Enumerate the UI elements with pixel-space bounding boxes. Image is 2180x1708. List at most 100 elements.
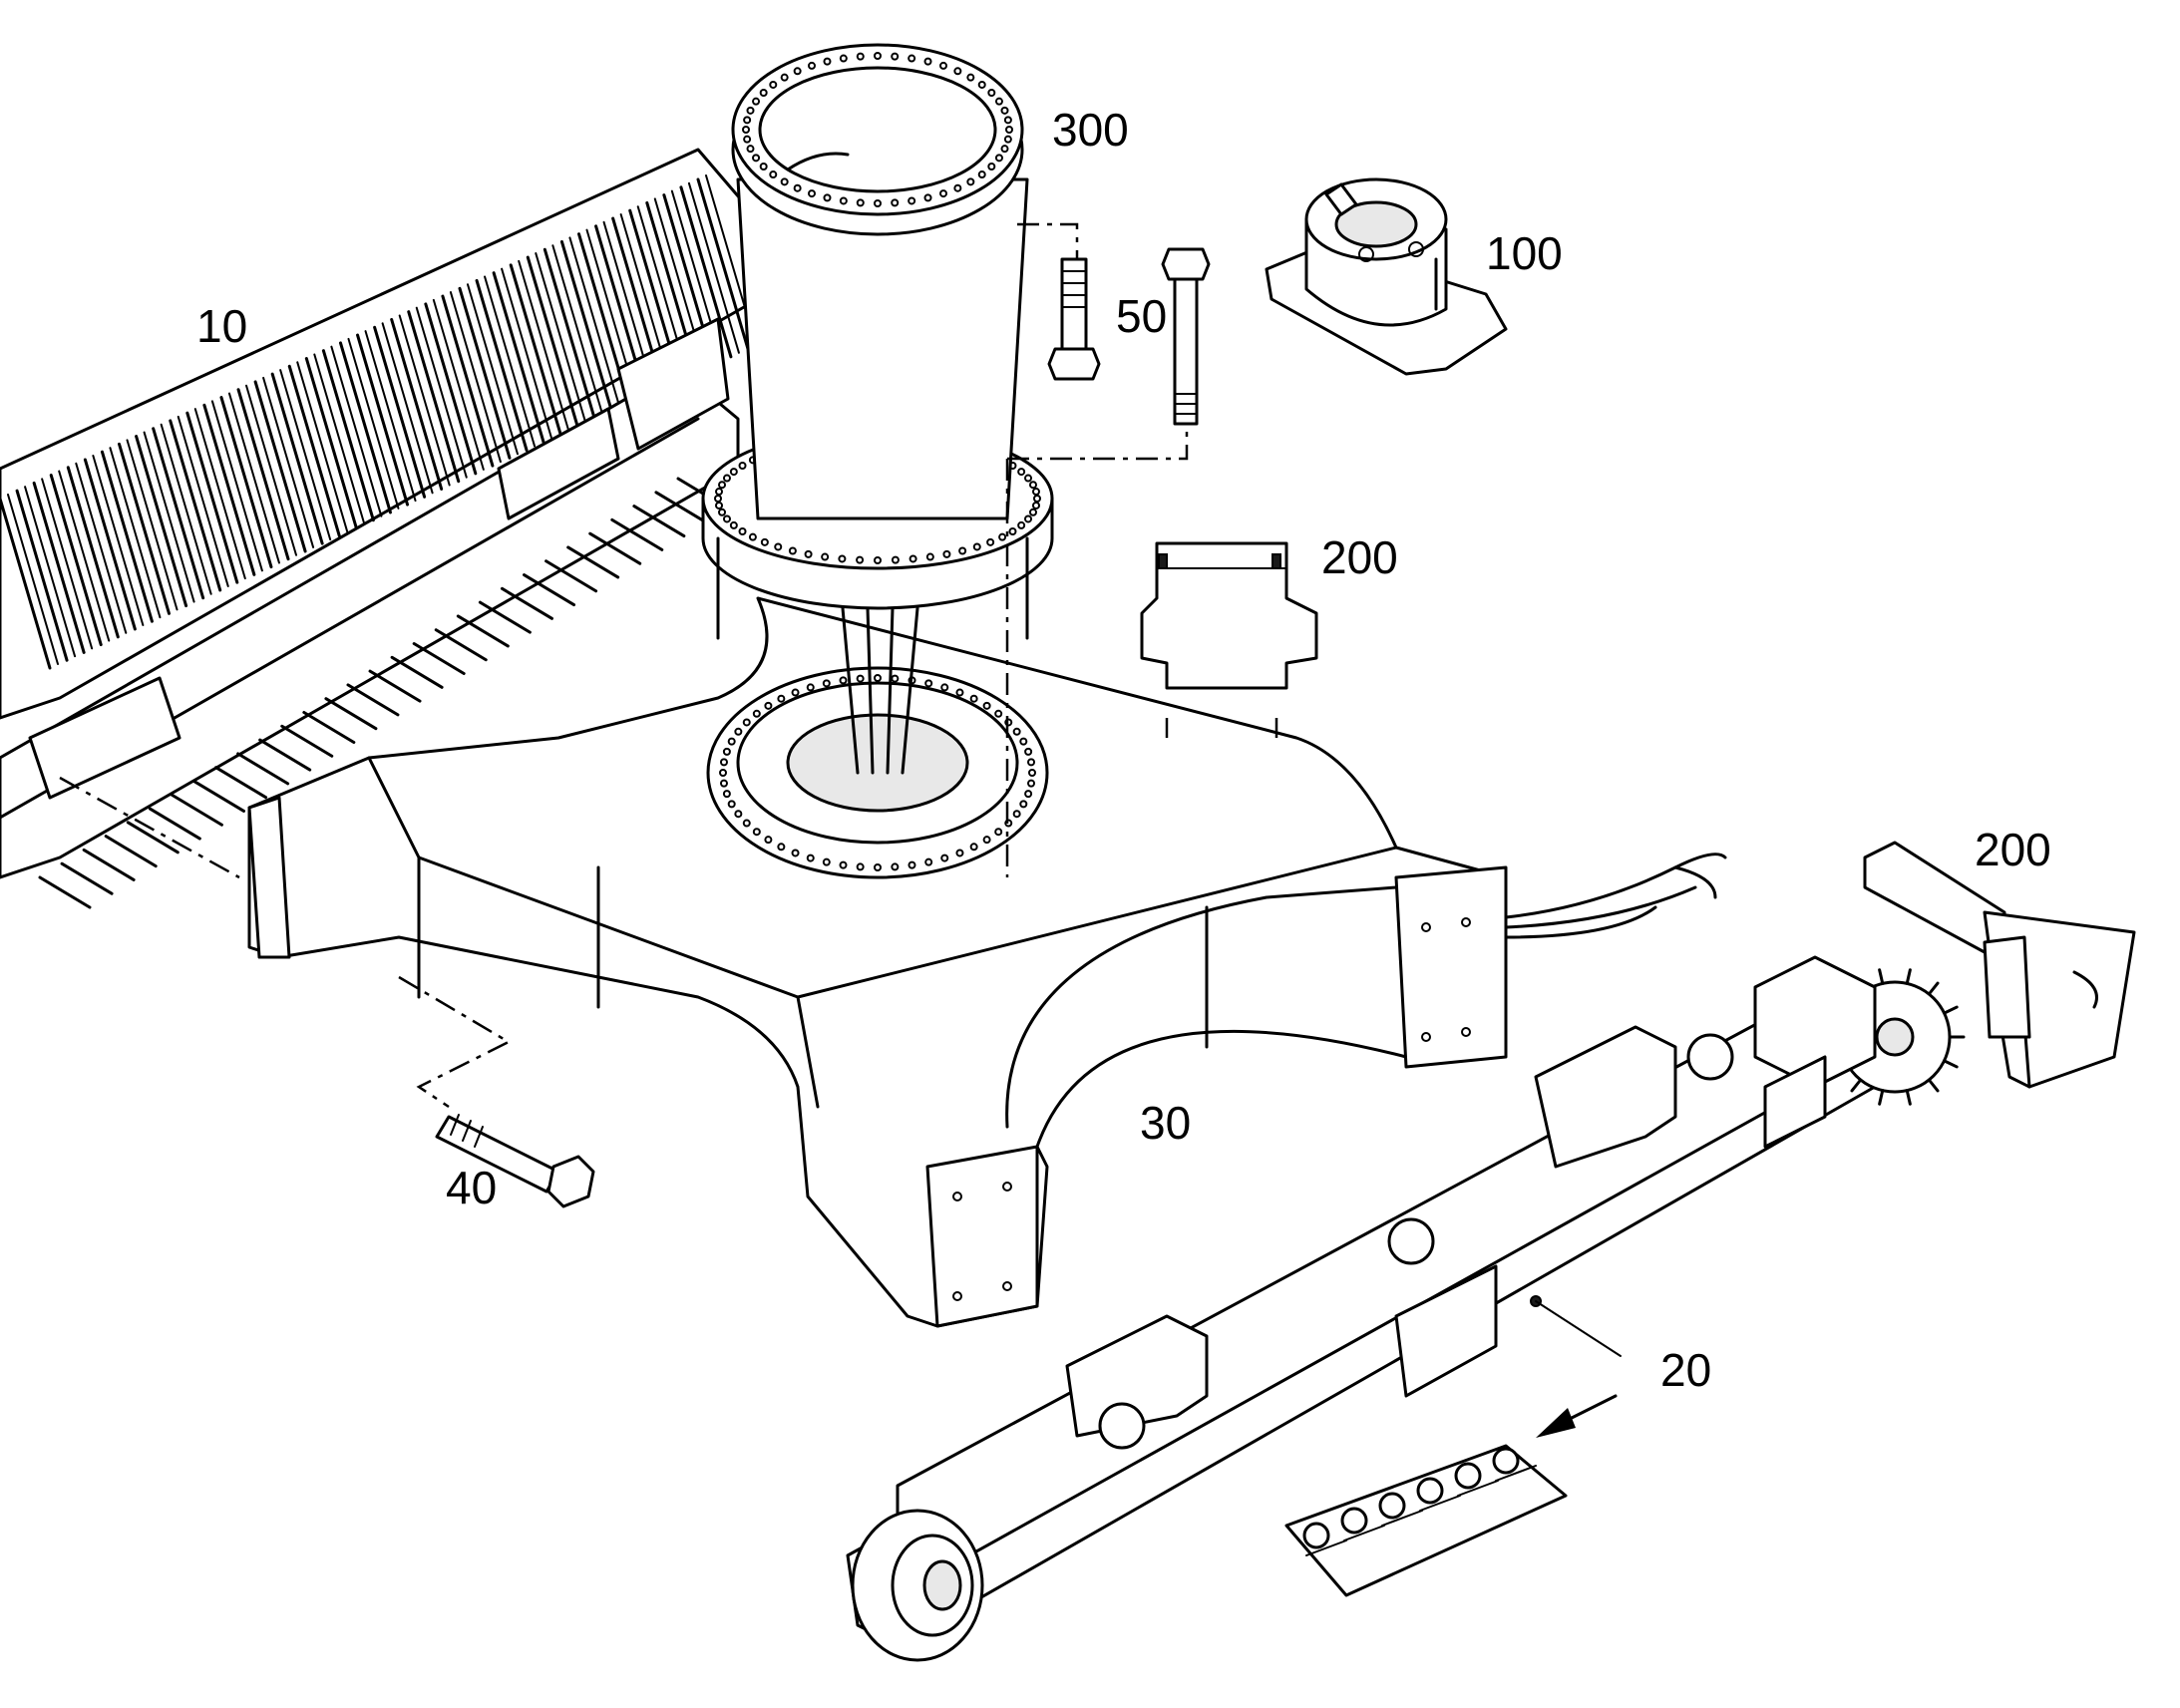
bolt-hole [742,819,751,828]
center-column [701,43,1054,640]
bolt-hole [777,843,786,852]
track-shoe-edge [41,478,94,650]
track-shoe-edge [687,181,740,354]
track-shoe-edge [7,494,59,665]
track-shoe-edge [330,345,383,517]
track-shoe-edge [262,376,315,548]
lower-slewing-ring [706,606,1049,879]
bolt-hole [1028,769,1036,777]
chain-rung [60,861,114,895]
bolt-hole [1031,501,1040,510]
track-shoe [100,450,154,623]
bolt-hole [823,57,832,66]
chain-rung [236,752,290,786]
callout-50: 50 [1116,290,1167,342]
track-shoe [373,325,427,499]
bolt-hole [1031,488,1040,497]
bolt-hole [874,863,882,871]
track-shoe [185,411,239,584]
link-roller [1454,1462,1482,1490]
track-shoe [304,357,358,530]
chain-rung [191,779,245,813]
bolt-hole [958,546,967,555]
track-shoe [321,349,375,522]
chain-rung [456,614,510,648]
bolt-hole [742,126,750,134]
bolt-hole [994,828,1003,837]
bolt-hole [715,501,724,510]
bolt-side [435,1114,595,1208]
chain-rung [104,835,158,868]
bolt-hole [1019,800,1028,809]
bolt-hole [760,537,769,546]
bolt-hole [969,843,978,852]
track-shoe-edge [210,400,263,572]
track-shoe-edge [75,462,128,634]
bolt-hole [891,862,900,871]
track-shoe [458,286,512,460]
bolt-hole [748,532,757,541]
track-shoe-edge [449,291,502,464]
track-shoe-edge [535,252,587,425]
bolt-hole [722,514,731,523]
bolt-short-top [1047,257,1101,381]
removal-arrow [1536,1394,1618,1438]
sprocket-tooth [1878,968,1885,985]
track-shoe [338,341,392,514]
bolt-hole [804,549,813,558]
track-shoe [270,372,324,545]
chain-rung [632,505,686,538]
bolt-hole [969,694,978,703]
chain-rung [38,875,92,909]
link-plate [1343,1525,1385,1541]
track-shoe-edge [177,415,229,587]
track-shoe [32,481,86,654]
track-shoe [390,317,444,491]
bolt-hole [891,555,900,564]
bolt-hole [759,163,768,171]
callout-300: 300 [1052,104,1129,156]
chain-rung [324,697,378,731]
link-plate [1419,1495,1461,1512]
bolt-hole [777,694,786,703]
bolt-hole [839,196,848,205]
sprocket-tooth [1927,981,1940,996]
track-shoe [679,185,733,359]
track-shoe [696,177,750,351]
bolt-long-top [1161,247,1211,426]
bolt-hole [1024,474,1033,483]
bolt-hole [1003,135,1012,144]
link-roller [1302,1522,1330,1549]
sprocket-hub [1875,1017,1915,1057]
track-shoe [253,380,307,553]
track-shoe-edge [466,283,519,456]
bolt-hole [987,163,996,171]
bolt-hole [821,552,830,561]
bolt-hole [966,73,975,82]
track-shoe-edge [398,314,451,487]
track-shoe [15,489,69,662]
sprocket-tooth [1878,1089,1885,1106]
bolt-hole [822,679,831,688]
bolt-hole [998,532,1007,541]
bolt-hole [769,80,778,89]
callout-200-right: 200 [1975,824,2051,875]
chain-rung [500,586,553,620]
bolt-hole [908,554,917,563]
bolt-hole [891,52,900,61]
bolt-hole [752,154,761,163]
bolt-hole [746,145,755,154]
track-shoe [287,364,341,537]
bolt-hole [891,198,900,207]
bolt-hole [939,189,947,198]
track-shoe [526,255,579,429]
chain-rung [280,724,334,758]
bolt-hole [994,709,1003,718]
callout-20: 20 [1660,1344,1711,1396]
bolt-hole [966,177,975,186]
track-shoe-edge [92,454,145,626]
bolt-hole [856,52,865,61]
slewing-ring-drive [1265,177,1508,376]
chain-rung [368,669,422,703]
